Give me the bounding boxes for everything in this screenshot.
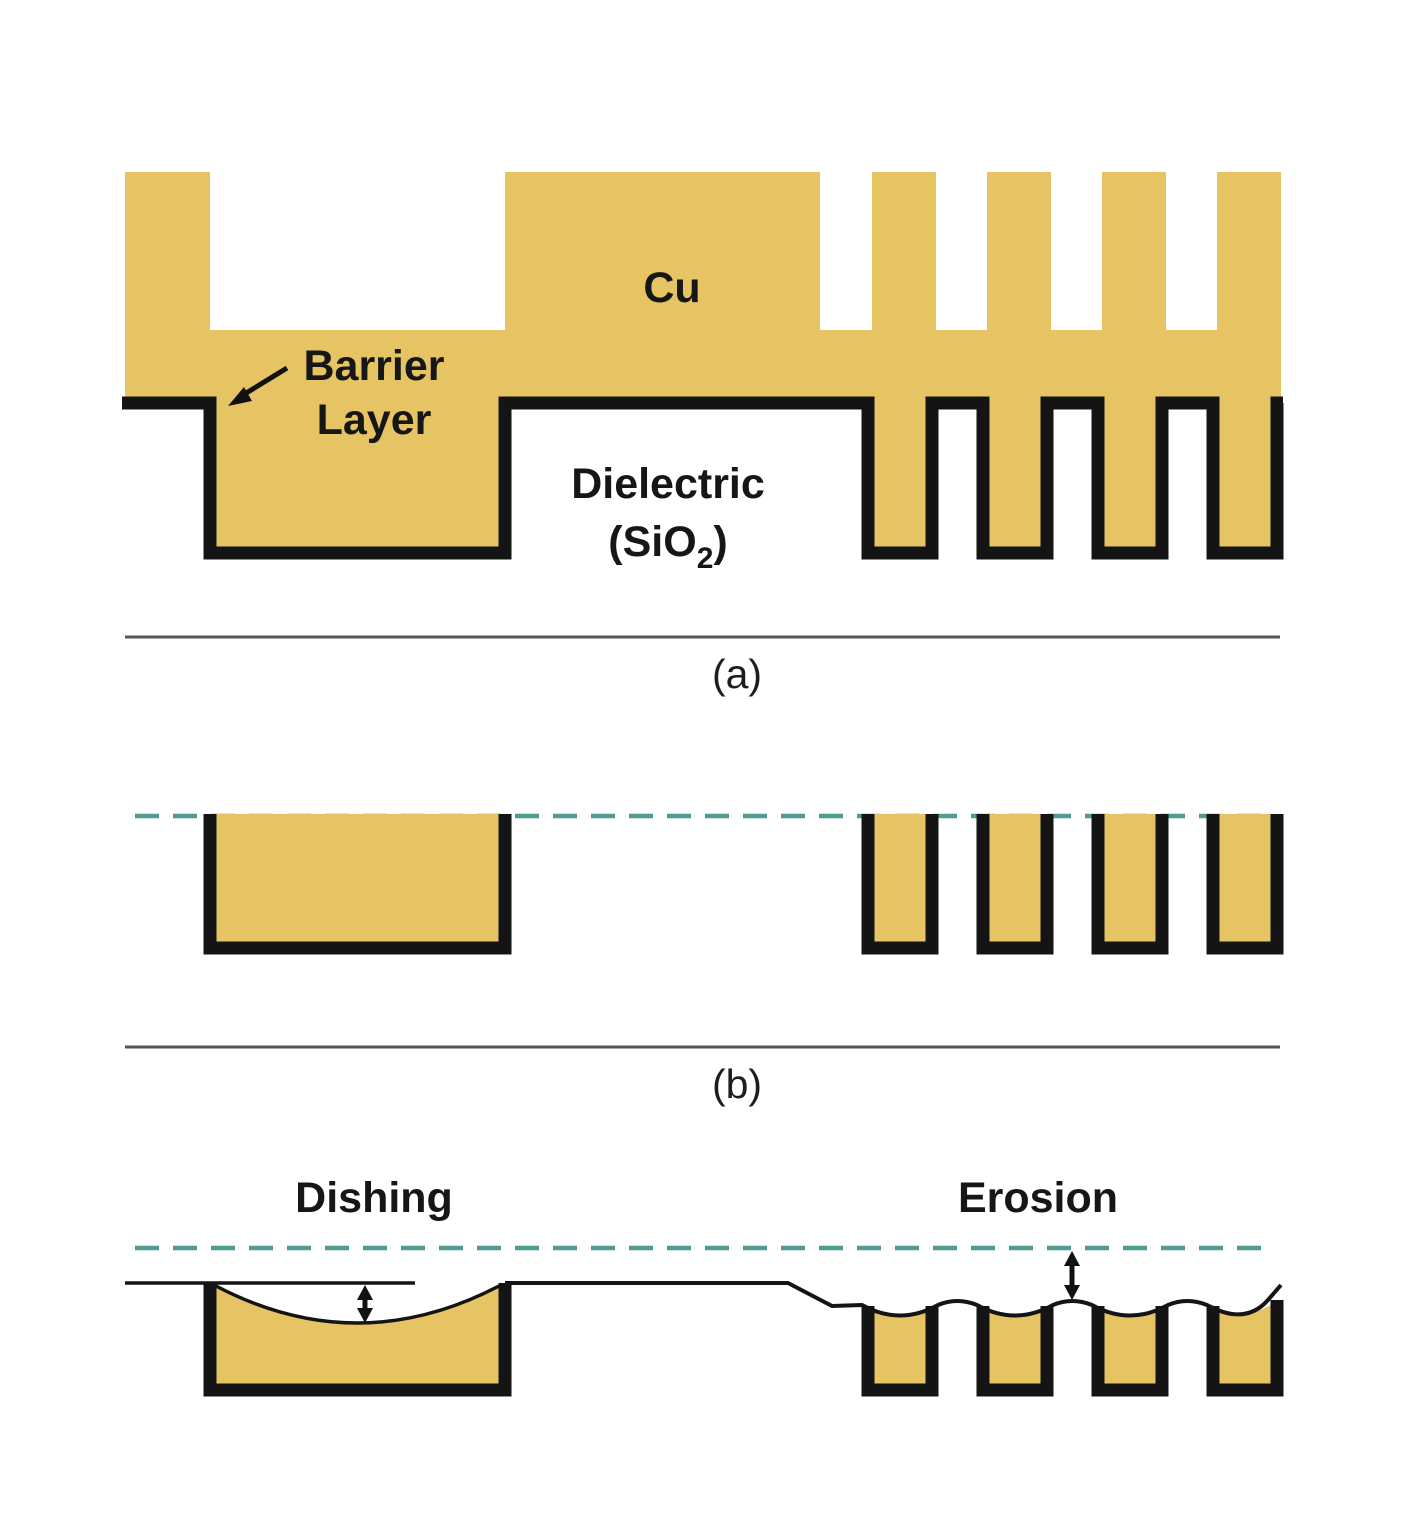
- trench-outline: [1091, 814, 1169, 955]
- copper-fill: [1213, 814, 1277, 948]
- eroded-copper-trench-c1: [861, 1306, 939, 1397]
- dishing-depth-arrow-icon: [357, 1285, 373, 1323]
- panel-a: Cu Barrier Layer Dielectric (SiO2) (a): [122, 172, 1284, 697]
- cu-layer: [125, 172, 1281, 553]
- dielectric-label: Dielectric: [571, 460, 765, 508]
- barrier-arrow-icon: [228, 365, 289, 406]
- copper-fill: [210, 814, 505, 948]
- erosion-arrowhead-down: [1064, 1285, 1080, 1300]
- barrier-label-line1: Barrier: [303, 342, 444, 390]
- dished-copper-trench-wide-c: [203, 1283, 512, 1397]
- erosion-label: Erosion: [958, 1174, 1118, 1222]
- copper-fill: [868, 814, 932, 948]
- dielectric-formula: (SiO2): [608, 518, 727, 575]
- formula-post: ): [713, 518, 727, 566]
- copper-trench-narrow-b2: [976, 814, 1054, 955]
- barrier-label-line2: Layer: [317, 396, 432, 444]
- panel-c: Dishing Erosion: [125, 1174, 1284, 1397]
- eroded-copper-trench-c3: [1091, 1306, 1169, 1397]
- copper-fill: [983, 814, 1047, 948]
- trench-outline: [861, 814, 939, 955]
- copper-fill: [866, 1306, 934, 1386]
- trench-outline: [203, 1283, 512, 1397]
- copper-trench-wide-b: [203, 814, 512, 955]
- panel-b: (b): [125, 813, 1284, 1107]
- copper-fill: [1096, 1306, 1164, 1386]
- caption-a: (a): [712, 651, 762, 697]
- trench-outline: [1206, 1300, 1284, 1397]
- dished-copper-fill: [216, 1286, 499, 1385]
- barrier-layer-outline: [122, 396, 1284, 560]
- dish-surface-curve: [215, 1284, 500, 1325]
- dishing-arrowhead-down: [357, 1308, 373, 1323]
- erosion-depth-arrow-icon: [1064, 1251, 1080, 1300]
- barrier-arrowhead: [228, 387, 252, 406]
- cu-label: Cu: [643, 264, 700, 312]
- eroded-surface-line: [505, 1281, 1283, 1318]
- eroded-copper-trench-c2: [976, 1306, 1054, 1397]
- dishing-label: Dishing: [295, 1174, 453, 1222]
- trench-outline: [976, 814, 1054, 955]
- erosion-arrowhead-up: [1064, 1251, 1080, 1266]
- formula-subscript: 2: [697, 542, 714, 575]
- trench-outline: [976, 1306, 1054, 1397]
- formula-pre: (SiO: [608, 518, 696, 566]
- copper-fill: [1211, 1300, 1279, 1386]
- copper-trench-narrow-b4: [1206, 814, 1284, 955]
- trench-outline: [861, 1306, 939, 1397]
- eroded-copper-trench-c4: [1206, 1300, 1284, 1397]
- copper-trench-narrow-b3: [1091, 814, 1169, 955]
- copper-trench-narrow-b1: [861, 814, 939, 955]
- copper-fill: [981, 1306, 1049, 1386]
- dishing-arrowhead-up: [357, 1285, 373, 1300]
- barrier-arrow-line: [241, 365, 289, 398]
- trench-outline: [1091, 1306, 1169, 1397]
- caption-b: (b): [712, 1061, 762, 1107]
- copper-fill: [1098, 814, 1162, 948]
- trench-outline: [1206, 814, 1284, 955]
- trench-outline: [203, 814, 512, 955]
